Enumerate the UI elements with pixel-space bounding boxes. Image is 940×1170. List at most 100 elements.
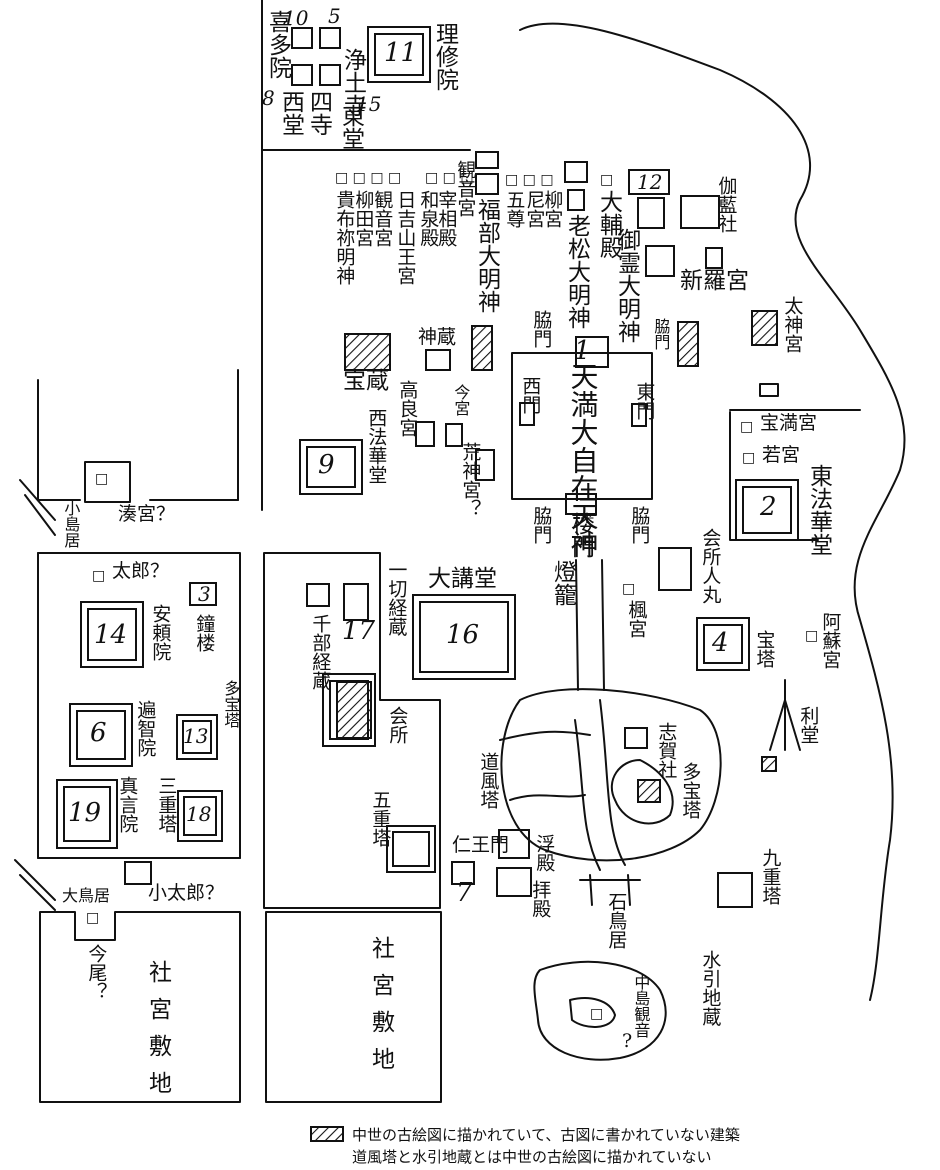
label-issai: 一切経蔵 bbox=[385, 560, 408, 636]
label-otori: 大鳥居 bbox=[62, 886, 111, 905]
label-shingon: 真言院 bbox=[116, 776, 139, 833]
label-takara-kura: 宝蔵 bbox=[343, 368, 389, 394]
label-tahoto-r: 多宝塔 bbox=[679, 762, 702, 819]
svg-text:□: □ bbox=[622, 581, 635, 597]
label-aso: 阿蘇宮 bbox=[819, 612, 842, 669]
label-taro: 太郎？ bbox=[112, 560, 170, 582]
label-tahoto-l: 多宝塔 bbox=[221, 680, 241, 728]
label-antai: 安頼院 bbox=[149, 604, 172, 661]
label-shinra: 新羅宮 bbox=[680, 268, 749, 294]
label-kaisho: 会所 bbox=[386, 706, 409, 744]
number-15: 15 bbox=[356, 92, 382, 116]
label-koraigu: 高良宮 bbox=[396, 380, 419, 437]
label-sosho: 宰相殿 bbox=[435, 190, 458, 247]
label-joudoji: 浄土寺 bbox=[339, 48, 366, 117]
number-13: 13 bbox=[183, 724, 209, 748]
number-14: 14 bbox=[94, 620, 128, 650]
label-shagu-l: 社宮敷地 bbox=[144, 960, 171, 1108]
hatched-building bbox=[751, 310, 778, 346]
label-shiji: 四寺 bbox=[305, 90, 332, 136]
svg-text:□: □ bbox=[742, 450, 755, 466]
label-shiga: 志賀社 bbox=[655, 722, 678, 779]
number-2: 2 bbox=[760, 492, 777, 522]
number-5: 5 bbox=[328, 4, 341, 28]
label-nakajima: 中島観音 bbox=[631, 974, 651, 1038]
pond bbox=[500, 688, 722, 862]
label-tenjin: 天満大自在天神 bbox=[566, 362, 600, 558]
legend-line-1: 中世の古絵図に描かれていて、古図に書かれていない建築 bbox=[352, 1126, 740, 1144]
label-ishitorii: 石鳥居 bbox=[605, 892, 628, 949]
label-shoro: 鐘楼 bbox=[193, 614, 216, 652]
label-imamiya: 今宮 bbox=[451, 384, 471, 416]
legend-swatch bbox=[310, 1126, 344, 1142]
label-mizuhiki: 水引地蔵 bbox=[699, 950, 722, 1026]
label-nishi-hokke: 西法華堂 bbox=[365, 408, 388, 484]
svg-text:□: □ bbox=[805, 628, 818, 644]
number-11: 11 bbox=[384, 38, 418, 68]
label-wakamiya: 若宮 bbox=[762, 444, 801, 466]
label-daikodo: 大講堂 bbox=[428, 566, 497, 592]
label-wakimon-sw: 脇門 bbox=[530, 506, 553, 544]
label-wakimon-ne: 脇門 bbox=[651, 318, 671, 350]
svg-text:□ □ □ □: □ □ □ □ bbox=[335, 170, 401, 186]
number-9: 9 bbox=[318, 450, 335, 480]
label-todo: 東堂 bbox=[337, 104, 364, 150]
svg-text:□: □ bbox=[92, 568, 105, 584]
hatched-building bbox=[336, 681, 372, 739]
number-6: 6 bbox=[90, 718, 107, 748]
number-19: 19 bbox=[68, 798, 102, 828]
label-kannon: 観音宮 bbox=[371, 190, 394, 247]
label-goson: 五尊 bbox=[503, 190, 526, 228]
label-niomon: 仁王門 bbox=[452, 834, 510, 856]
label-oimatsu: 老松大明神 bbox=[563, 214, 590, 329]
svg-text:□: □ bbox=[590, 1006, 603, 1022]
label-yanagita: 柳田宮 bbox=[352, 190, 375, 247]
svg-text:□ □ □: □ □ □ bbox=[425, 170, 474, 186]
number-18: 18 bbox=[186, 802, 212, 826]
svg-text:□ □ □: □ □ □ bbox=[505, 172, 554, 188]
label-fugu: 楓宮 bbox=[625, 600, 648, 638]
label-kanketsu: 観音宮 bbox=[454, 160, 477, 217]
number-16: 16 bbox=[446, 620, 480, 650]
label-yanagi: 柳宮 bbox=[541, 190, 564, 228]
hatched-building bbox=[637, 779, 661, 803]
label-dofu: 道風塔 bbox=[477, 752, 500, 809]
number-17: 17 bbox=[342, 616, 376, 646]
label-homan: 宝満宮 bbox=[760, 412, 818, 434]
label-toro: 燈籠 bbox=[549, 560, 576, 606]
label-hensho: 遍智院 bbox=[134, 700, 157, 757]
legend-line-2: 道風塔と水引地蔵とは中世の古絵図に描かれていない bbox=[352, 1148, 712, 1166]
label-ukidono: 浮殿 bbox=[533, 834, 556, 872]
number-4: 4 bbox=[712, 628, 729, 658]
svg-text:□: □ bbox=[95, 471, 108, 487]
number-3: 3 bbox=[198, 582, 211, 606]
label-higashimon: 東門 bbox=[633, 382, 656, 420]
label-kujuto: 九重塔 bbox=[759, 848, 782, 905]
label-kifune: 貴布祢明神 bbox=[333, 190, 356, 285]
label-haiden: 拝殿 bbox=[529, 880, 552, 918]
label-rishuin: 理修院 bbox=[431, 22, 458, 91]
label-goryo: 御霊大明神 bbox=[613, 228, 640, 343]
label-wakimon-nw: 脇門 bbox=[530, 310, 553, 348]
label-kotaro: 小太郎？ bbox=[148, 882, 225, 904]
boundary-line bbox=[519, 22, 906, 1001]
label-aizen: 伽藍社 bbox=[715, 176, 738, 233]
label-ama: 尼宮 bbox=[523, 190, 546, 228]
label-hiyoshi: 日吉山王宮 bbox=[394, 190, 417, 285]
label-shagu-c: 社宮敷地 bbox=[367, 936, 394, 1084]
hatched-building bbox=[471, 325, 493, 371]
label-nishimon: 西門 bbox=[519, 376, 542, 414]
label-senbu: 千部経蔵 bbox=[309, 614, 332, 690]
label-kojima: 小島居 bbox=[61, 500, 81, 548]
number-1: 1 bbox=[574, 336, 591, 366]
label-higashi-hokke: 東法華堂 bbox=[805, 464, 832, 556]
label-shinzo: 神蔵 bbox=[418, 326, 457, 348]
number-10: 10 bbox=[283, 6, 309, 30]
hatched-building bbox=[344, 333, 391, 371]
label-nishido: 西堂 bbox=[277, 90, 304, 136]
label-izumi: 和泉殿 bbox=[417, 190, 440, 247]
label-question: ? bbox=[622, 1030, 633, 1052]
label-hoto: 宝塔 bbox=[753, 630, 776, 668]
label-kita: 喜多院 bbox=[264, 10, 291, 79]
